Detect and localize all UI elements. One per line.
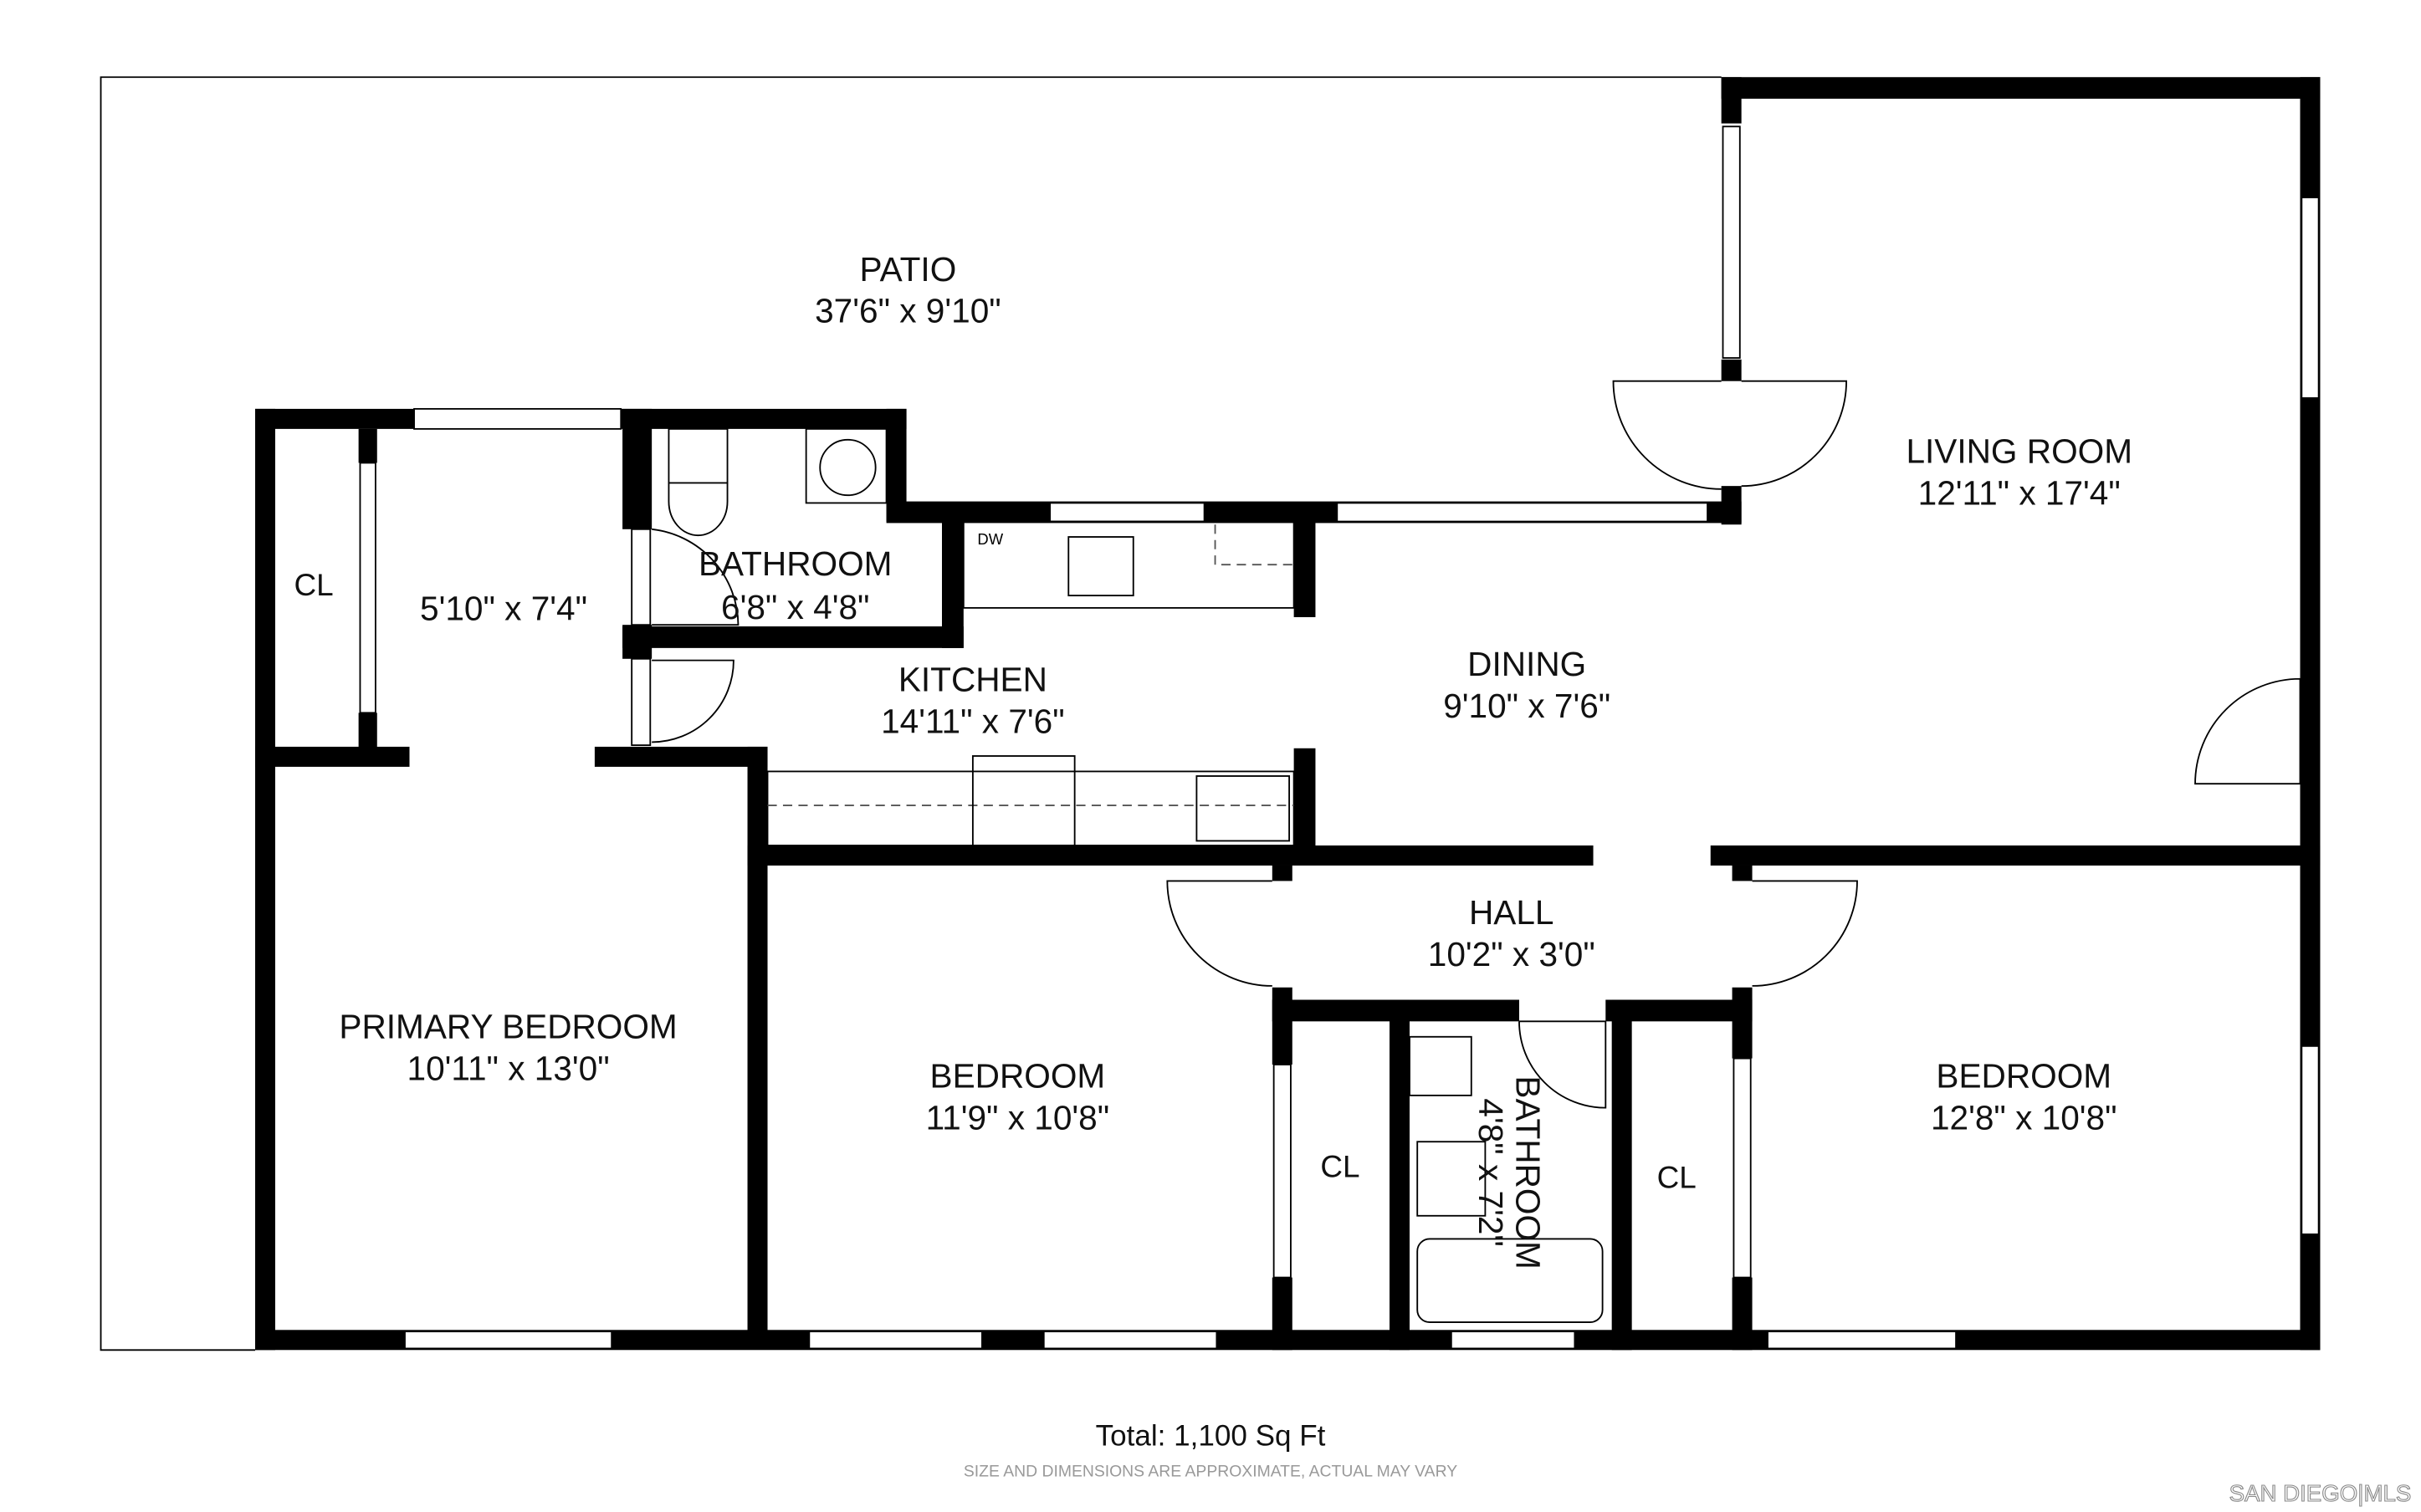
walls — [255, 77, 2321, 1351]
watermark-logo: SAN DIEGO|MLS — [2229, 1480, 2412, 1506]
disclaimer: SIZE AND DIMENSIONS ARE APPROXIMATE, ACT… — [964, 1463, 1457, 1481]
dishwasher-label: DW — [977, 530, 1003, 548]
hall-name: HALL — [1469, 893, 1554, 932]
room-labels: PATIO 37'6" x 9'10" LIVING ROOM 12'11" x… — [294, 250, 2132, 1269]
living-room-name: LIVING ROOM — [1906, 432, 2132, 470]
kitchen-name: KITCHEN — [898, 661, 1047, 699]
bathroom-1-name: BATHROOM — [699, 544, 892, 583]
bathroom-1-dims: 6'8" x 4'8" — [721, 588, 869, 626]
closet-mid-label: CL — [1320, 1150, 1359, 1184]
small-room-dims: 5'10" x 7'4" — [420, 590, 587, 628]
closet-left-label: CL — [294, 568, 334, 602]
bedroom-2-name: BEDROOM — [1936, 1057, 2111, 1096]
closet-right-label: CL — [1657, 1161, 1697, 1195]
kitchen-dims: 14'11" x 7'6" — [881, 702, 1065, 740]
fixtures — [668, 427, 1604, 1323]
stove-icon — [1195, 775, 1291, 842]
dining-dims: 9'10" x 7'6" — [1443, 687, 1610, 725]
toilet-tank — [668, 427, 729, 484]
doors — [652, 380, 2301, 1109]
kitchen-sink — [1067, 536, 1134, 597]
bedroom-1-name: BEDROOM — [930, 1057, 1106, 1096]
primary-bedroom-dims: 10'11" x 13'0" — [407, 1049, 610, 1087]
toilet-icon — [1409, 1035, 1472, 1096]
kitchen-counter-top — [962, 520, 1295, 609]
windows — [359, 125, 2320, 1350]
hall-dims: 10'2" x 3'0" — [1428, 935, 1595, 973]
patio-dims: 37'6" x 9'10" — [815, 292, 1001, 330]
dining-name: DINING — [1467, 645, 1586, 683]
kitchen-counter-bottom — [766, 770, 1295, 846]
bedroom-2-dims: 12'8" x 10'8" — [1931, 1098, 2117, 1137]
bathroom-2-name: BATHROOM — [1508, 1075, 1547, 1269]
patio-outline — [100, 76, 1722, 1351]
sink-icon — [1416, 1141, 1487, 1217]
primary-bedroom-name: PRIMARY BEDROOM — [339, 1008, 677, 1046]
bedroom-1-dims: 11'9" x 10'8" — [926, 1098, 1110, 1137]
living-room-dims: 12'11" x 17'4" — [1918, 473, 2121, 512]
bathroom-2-dims: 4'8" x 7'2" — [1472, 1098, 1510, 1246]
sink-cabinet — [805, 427, 888, 504]
total-area: Total: 1,100 Sq Ft — [1096, 1420, 1326, 1453]
patio-name: PATIO — [860, 250, 957, 289]
bathtub-icon — [1416, 1238, 1604, 1323]
